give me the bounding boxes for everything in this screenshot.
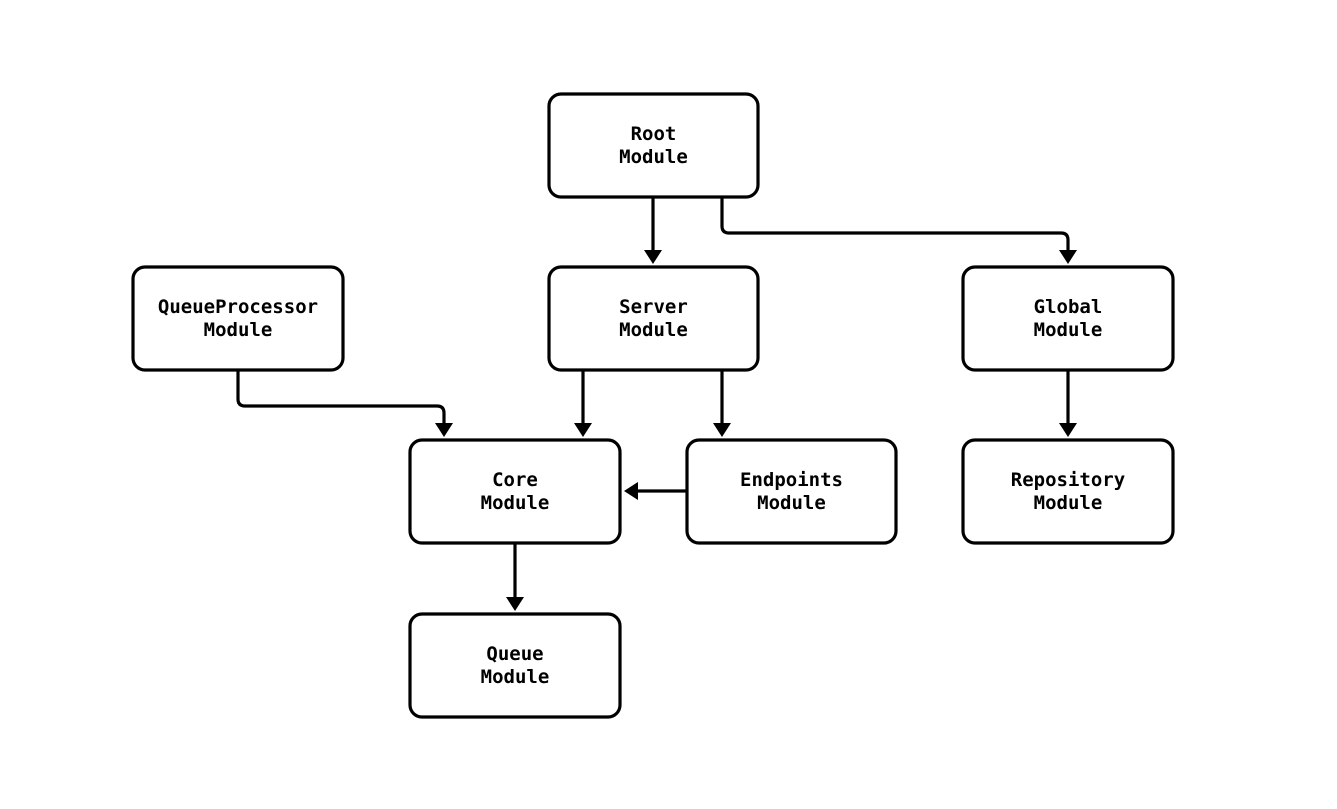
node-box-server[interactable] (547, 265, 760, 372)
arrowheads-layer (435, 250, 1077, 611)
node-box-root[interactable] (547, 92, 760, 199)
arrowhead-icon-server-core (574, 423, 592, 437)
nodes-layer: RootModuleQueueProcessorModuleServerModu… (131, 92, 1175, 719)
arrowhead-icon-root-server (644, 250, 662, 264)
edge-root-to-global (720, 197, 1070, 250)
arrowhead-icon-endpoints-core (624, 482, 638, 500)
node-label-root-line2: Module (619, 146, 688, 168)
node-label-queueprocessor-line1: QueueProcessor (158, 296, 318, 318)
arrowhead-icon-root-global (1059, 250, 1077, 264)
node-box-global[interactable] (961, 265, 1175, 372)
arrowhead-icon-server-endpoints (713, 423, 731, 437)
node-label-global-line1: Global (1034, 296, 1103, 318)
arrowhead-icon-global-repository (1059, 423, 1077, 437)
arrowhead-icon-queueprocessor-core (435, 423, 453, 437)
edge-queueprocessor-to-core (236, 370, 446, 423)
arrowhead-icon-core-queue (506, 597, 524, 611)
node-box-queue[interactable] (408, 612, 622, 719)
node-label-repository-line2: Module (1034, 492, 1103, 514)
node-label-server-line2: Module (619, 319, 688, 341)
node-label-queueprocessor-line2: Module (204, 319, 273, 341)
node-label-server-line1: Server (619, 296, 688, 318)
node-label-core-line2: Module (481, 492, 550, 514)
node-label-endpoints-line2: Module (757, 492, 826, 514)
node-box-repository[interactable] (961, 438, 1175, 545)
node-label-global-line2: Module (1034, 319, 1103, 341)
node-box-core[interactable] (408, 438, 622, 545)
edges-layer (236, 197, 1070, 597)
node-label-repository-line1: Repository (1011, 469, 1125, 491)
node-label-endpoints-line1: Endpoints (740, 469, 843, 491)
node-label-root-line1: Root (631, 123, 677, 145)
node-label-core-line1: Core (492, 469, 538, 491)
node-label-queue-line2: Module (481, 666, 550, 688)
node-box-endpoints[interactable] (685, 438, 898, 545)
node-label-queue-line1: Queue (486, 643, 543, 665)
node-box-queueprocessor[interactable] (131, 265, 345, 372)
